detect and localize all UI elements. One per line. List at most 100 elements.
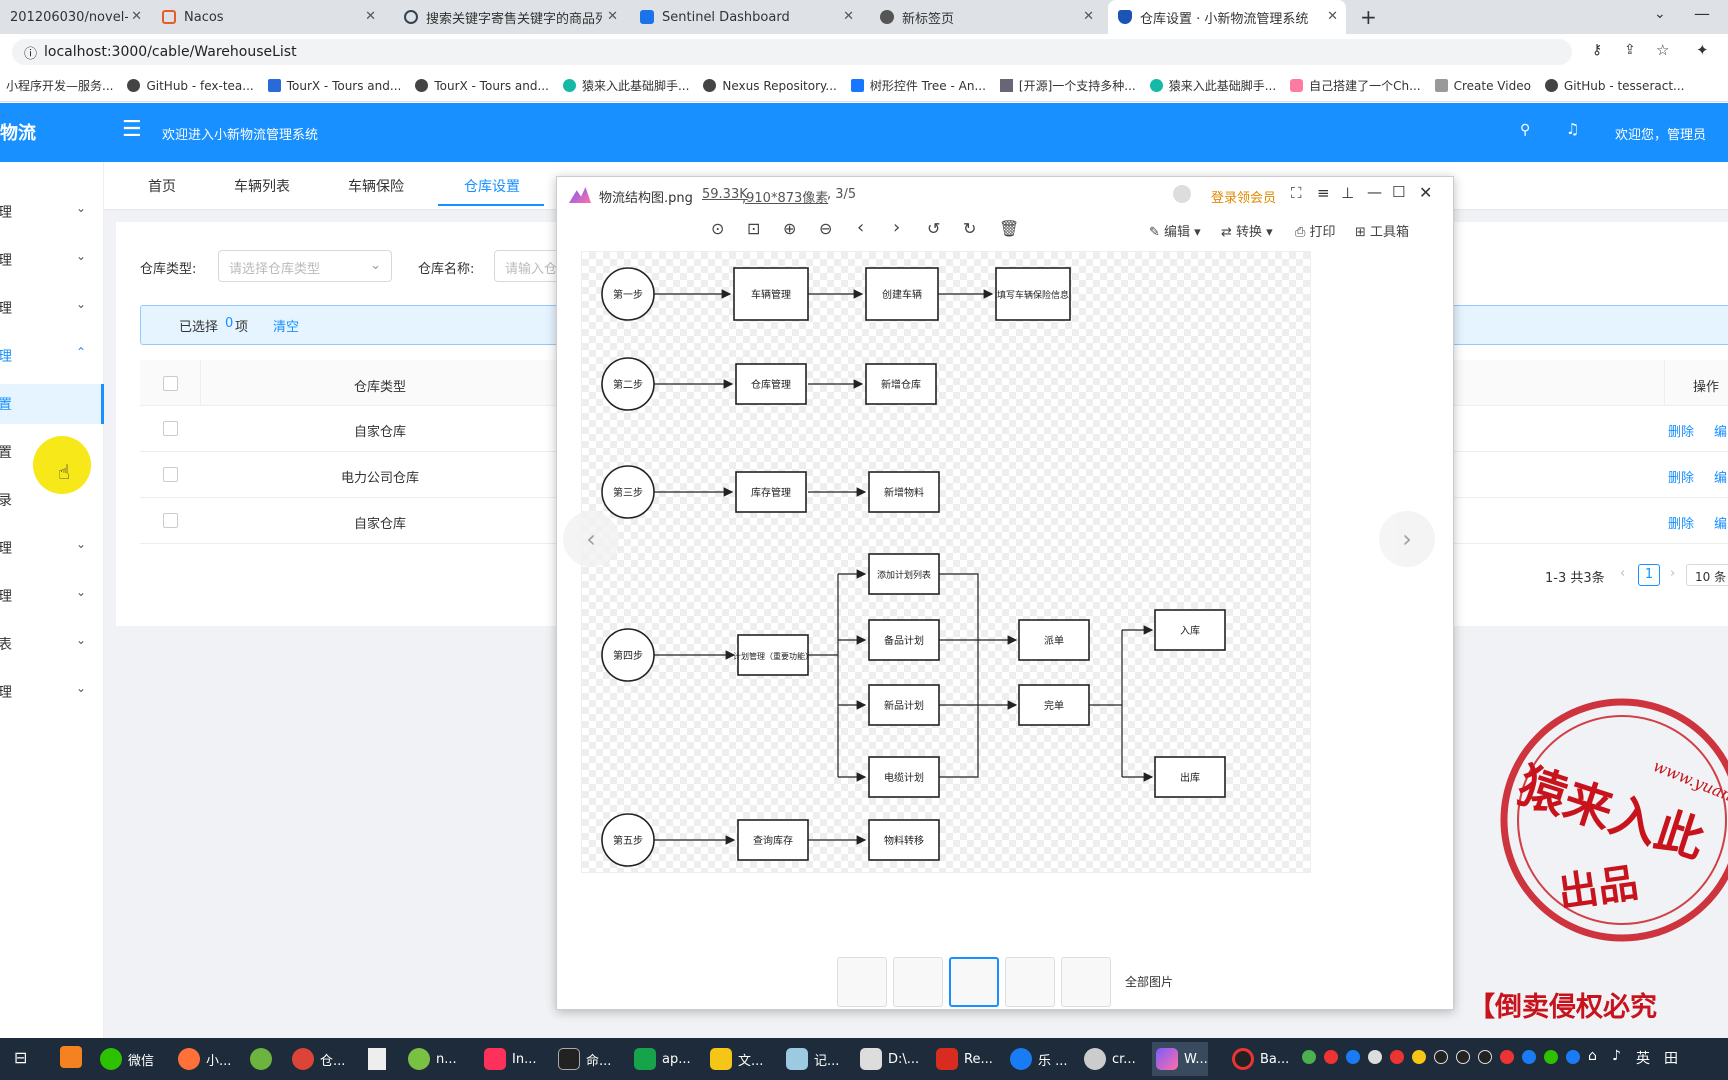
edit-link[interactable]: 编 — [1714, 425, 1728, 440]
print-button[interactable]: ⎙ 打印 — [1295, 221, 1336, 240]
sidebar-subitem-selected[interactable]: 置 — [0, 384, 104, 424]
bell-icon[interactable]: ♫ — [1566, 120, 1580, 138]
sidebar-subitem[interactable]: 录 — [0, 480, 104, 520]
page-size-select[interactable]: 10 条 — [1686, 564, 1728, 586]
next-image-arrow-icon[interactable]: › — [1379, 511, 1435, 567]
new-tab-button[interactable]: + — [1360, 5, 1377, 29]
sidebar-item[interactable]: 理⌄ — [0, 288, 104, 328]
sidebar-item[interactable]: 理⌄ — [0, 528, 104, 568]
sidebar-item[interactable]: 理⌄ — [0, 240, 104, 280]
bookmark[interactable]: 猿来入此基础脚手... — [562, 77, 689, 94]
qq-icon[interactable] — [1434, 1050, 1448, 1064]
prev-image-icon[interactable]: ‹ — [857, 217, 865, 238]
key-icon[interactable]: ⚷ — [1592, 42, 1603, 58]
tray-icon[interactable] — [1500, 1050, 1514, 1064]
tray-icon[interactable] — [1302, 1050, 1316, 1064]
tab-warehouse-settings[interactable]: 仓库设置 — [464, 179, 520, 195]
fit-screen-icon[interactable]: ⊡ — [747, 219, 761, 238]
info-icon[interactable]: ⓘ — [24, 47, 38, 62]
ime-indicator[interactable]: 田 — [1664, 1051, 1678, 1067]
sidebar-item[interactable]: 理⌄ — [0, 576, 104, 616]
taskbar-item[interactable]: Re... — [932, 1042, 993, 1076]
delete-icon[interactable]: 🗑 — [999, 219, 1020, 238]
browser-tab[interactable]: 搜索关键字寄售关键字的商品列表 ✕ — [394, 0, 626, 34]
taskbar-item[interactable]: Ba... — [1228, 1042, 1289, 1076]
language-indicator[interactable]: 英 — [1636, 1051, 1650, 1067]
bookmark[interactable]: 猿来入此基础脚手... — [1149, 77, 1276, 94]
file-icon[interactable] — [368, 1048, 386, 1070]
clear-selection-link[interactable]: 清空 — [273, 320, 300, 335]
tray-icon[interactable] — [1368, 1050, 1382, 1064]
delete-link[interactable]: 删除 — [1668, 517, 1695, 532]
taskbar-item[interactable]: 记... — [782, 1042, 839, 1076]
all-images-link[interactable]: 全部图片 — [1125, 975, 1174, 989]
menu-icon[interactable]: ≡ — [1317, 184, 1330, 202]
sidebar-subitem[interactable]: 置 — [0, 432, 104, 472]
sidebar-item[interactable]: 理⌄ — [0, 672, 104, 712]
taskbar-item[interactable]: D:\... — [856, 1042, 919, 1076]
page-number[interactable]: 1 — [1638, 564, 1660, 586]
next-image-icon[interactable]: › — [893, 217, 901, 238]
viewer-filesize[interactable]: 59.33K — [702, 187, 748, 202]
next-page-icon[interactable]: › — [1670, 566, 1676, 581]
pin-icon[interactable]: ⊥ — [1341, 184, 1355, 202]
browser-tab[interactable]: 201206030/novel-plu ✕ — [0, 0, 150, 34]
bookmark[interactable]: TourX - Tours and... — [267, 79, 401, 93]
prev-page-icon[interactable]: ‹ — [1620, 566, 1626, 581]
taskbar-item[interactable]: 文... — [706, 1042, 763, 1076]
task-view-icon[interactable]: ⊟ — [14, 1048, 28, 1067]
speaker-icon[interactable]: ♪ — [1612, 1048, 1621, 1064]
extension-icon[interactable]: ✦ — [1696, 41, 1709, 59]
taskbar-item[interactable]: 乐 ... — [1006, 1042, 1068, 1076]
edit-menu[interactable]: ✎ 编辑 ▾ — [1149, 225, 1201, 240]
tray-icon[interactable] — [1566, 1050, 1580, 1064]
taskbar-item[interactable]: n... — [404, 1042, 457, 1076]
tray-icon[interactable] — [1522, 1050, 1536, 1064]
qq-icon[interactable] — [1478, 1050, 1492, 1064]
sidebar-item[interactable]: 理⌄ — [0, 192, 104, 232]
close-icon[interactable]: ✕ — [607, 9, 618, 24]
rotate-left-icon[interactable]: ↺ — [927, 219, 941, 238]
xampp-icon[interactable] — [60, 1046, 82, 1068]
browser-tab[interactable]: Sentinel Dashboard ✕ — [630, 0, 862, 34]
edit-link[interactable]: 编 — [1714, 471, 1728, 486]
edit-link[interactable]: 编 — [1714, 517, 1728, 532]
wechat-tray-icon[interactable] — [1544, 1050, 1558, 1064]
zoom-out-icon[interactable]: ⊖ — [819, 219, 833, 238]
tab-home[interactable]: 首页 — [148, 179, 176, 195]
share-icon[interactable]: ⇪ — [1624, 42, 1636, 58]
qq-icon[interactable] — [1456, 1050, 1470, 1064]
viewer-dimensions[interactable]: ,910*873像素 — [742, 191, 829, 206]
select-all-checkbox[interactable] — [163, 376, 178, 391]
close-icon[interactable]: ✕ — [1327, 9, 1338, 24]
menu-toggle-icon[interactable]: ☰ — [122, 117, 142, 142]
taskbar-item[interactable]: 小... — [174, 1042, 231, 1076]
image-canvas[interactable]: 第一步 第二步 第三步 第四步 第五步 车辆管理 创建车辆 填写车辆保险信息 仓… — [581, 251, 1311, 873]
close-icon[interactable]: ✕ — [843, 9, 854, 24]
delete-link[interactable]: 删除 — [1668, 425, 1695, 440]
tab-vehicle-insurance[interactable]: 车辆保险 — [348, 179, 404, 195]
thumbnail[interactable] — [893, 957, 943, 1007]
star-icon[interactable]: ☆ — [1656, 41, 1670, 59]
user-greeting[interactable]: 欢迎您，管理员 — [1615, 128, 1707, 143]
close-icon[interactable]: ✕ — [365, 9, 376, 24]
url-field[interactable]: ⓘ localhost:3000/cable/WarehouseList — [12, 39, 1572, 65]
row-checkbox[interactable] — [163, 421, 178, 436]
thumbnail-active[interactable] — [949, 957, 999, 1007]
convert-menu[interactable]: ⇄ 转换 ▾ — [1221, 225, 1273, 240]
fullscreen-icon[interactable]: ⛶ — [1291, 184, 1302, 202]
close-icon[interactable]: ✕ — [131, 9, 142, 24]
thumbnail[interactable] — [1005, 957, 1055, 1007]
tray-icon[interactable] — [1390, 1050, 1404, 1064]
sidebar-item-open[interactable]: 理⌃ — [0, 336, 104, 376]
taskbar-item[interactable]: In... — [480, 1042, 536, 1076]
browser-tab[interactable]: 新标签页 ✕ — [870, 0, 1102, 34]
spring-icon[interactable] — [250, 1048, 272, 1070]
rotate-right-icon[interactable]: ↻ — [963, 219, 977, 238]
thumbnail[interactable] — [1061, 957, 1111, 1007]
tray-icon[interactable] — [1324, 1050, 1338, 1064]
minimize-icon[interactable]: — — [1694, 4, 1710, 23]
tray-icon[interactable] — [1412, 1050, 1426, 1064]
tab-search-icon[interactable]: ⌄ — [1654, 6, 1666, 22]
minimize-icon[interactable]: — — [1367, 183, 1382, 201]
